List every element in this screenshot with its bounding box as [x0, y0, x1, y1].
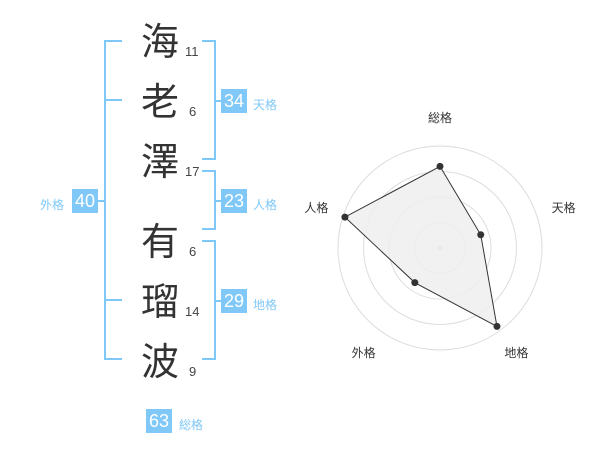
tenkaku-label: 天格 — [253, 98, 278, 112]
name-char-3: 澤 — [140, 140, 179, 184]
stroke-count-2: 6 — [189, 104, 197, 119]
radar-point-5 — [341, 213, 349, 221]
gaikaku-label: 外格 — [40, 198, 65, 212]
radar-points — [341, 162, 501, 330]
name-char-6: 波 — [140, 340, 179, 384]
radar-point-1 — [436, 162, 444, 170]
stroke-count-3: 17 — [185, 164, 200, 179]
stroke-count-4: 6 — [189, 244, 197, 259]
radar-ring — [337, 145, 543, 351]
chikaku-label: 地格 — [253, 298, 278, 312]
stroke-count-5: 14 — [185, 304, 200, 319]
name-char-5: 瑠 — [140, 280, 179, 324]
radar-area — [344, 165, 498, 328]
radar-axis-label: 外格 — [352, 345, 376, 360]
radar-axis-label: 地格 — [504, 345, 528, 360]
name-char-2: 老 — [140, 80, 179, 124]
radar-axis-label: 人格 — [304, 200, 328, 215]
jinkaku-value-badge: 23 — [221, 189, 247, 213]
soukaku-label: 総格 — [179, 418, 204, 432]
name-char-4: 有 — [140, 220, 179, 264]
radar-axis-label: 総格 — [428, 110, 452, 125]
tenkaku-value-badge: 34 — [221, 89, 247, 113]
gaikaku-value-badge: 40 — [72, 189, 98, 213]
radar-point-4 — [411, 279, 419, 287]
chikaku-value-badge: 29 — [221, 289, 247, 313]
radar-point-3 — [493, 322, 501, 330]
jinkaku-label: 人格 — [253, 198, 278, 212]
name-char-1: 海 — [140, 20, 179, 64]
radar-axis-label: 天格 — [552, 200, 576, 215]
stroke-count-6: 9 — [189, 364, 197, 379]
radar-point-2 — [477, 231, 485, 239]
stroke-count-1: 11 — [185, 44, 199, 59]
soukaku-value-badge: 63 — [146, 409, 172, 433]
